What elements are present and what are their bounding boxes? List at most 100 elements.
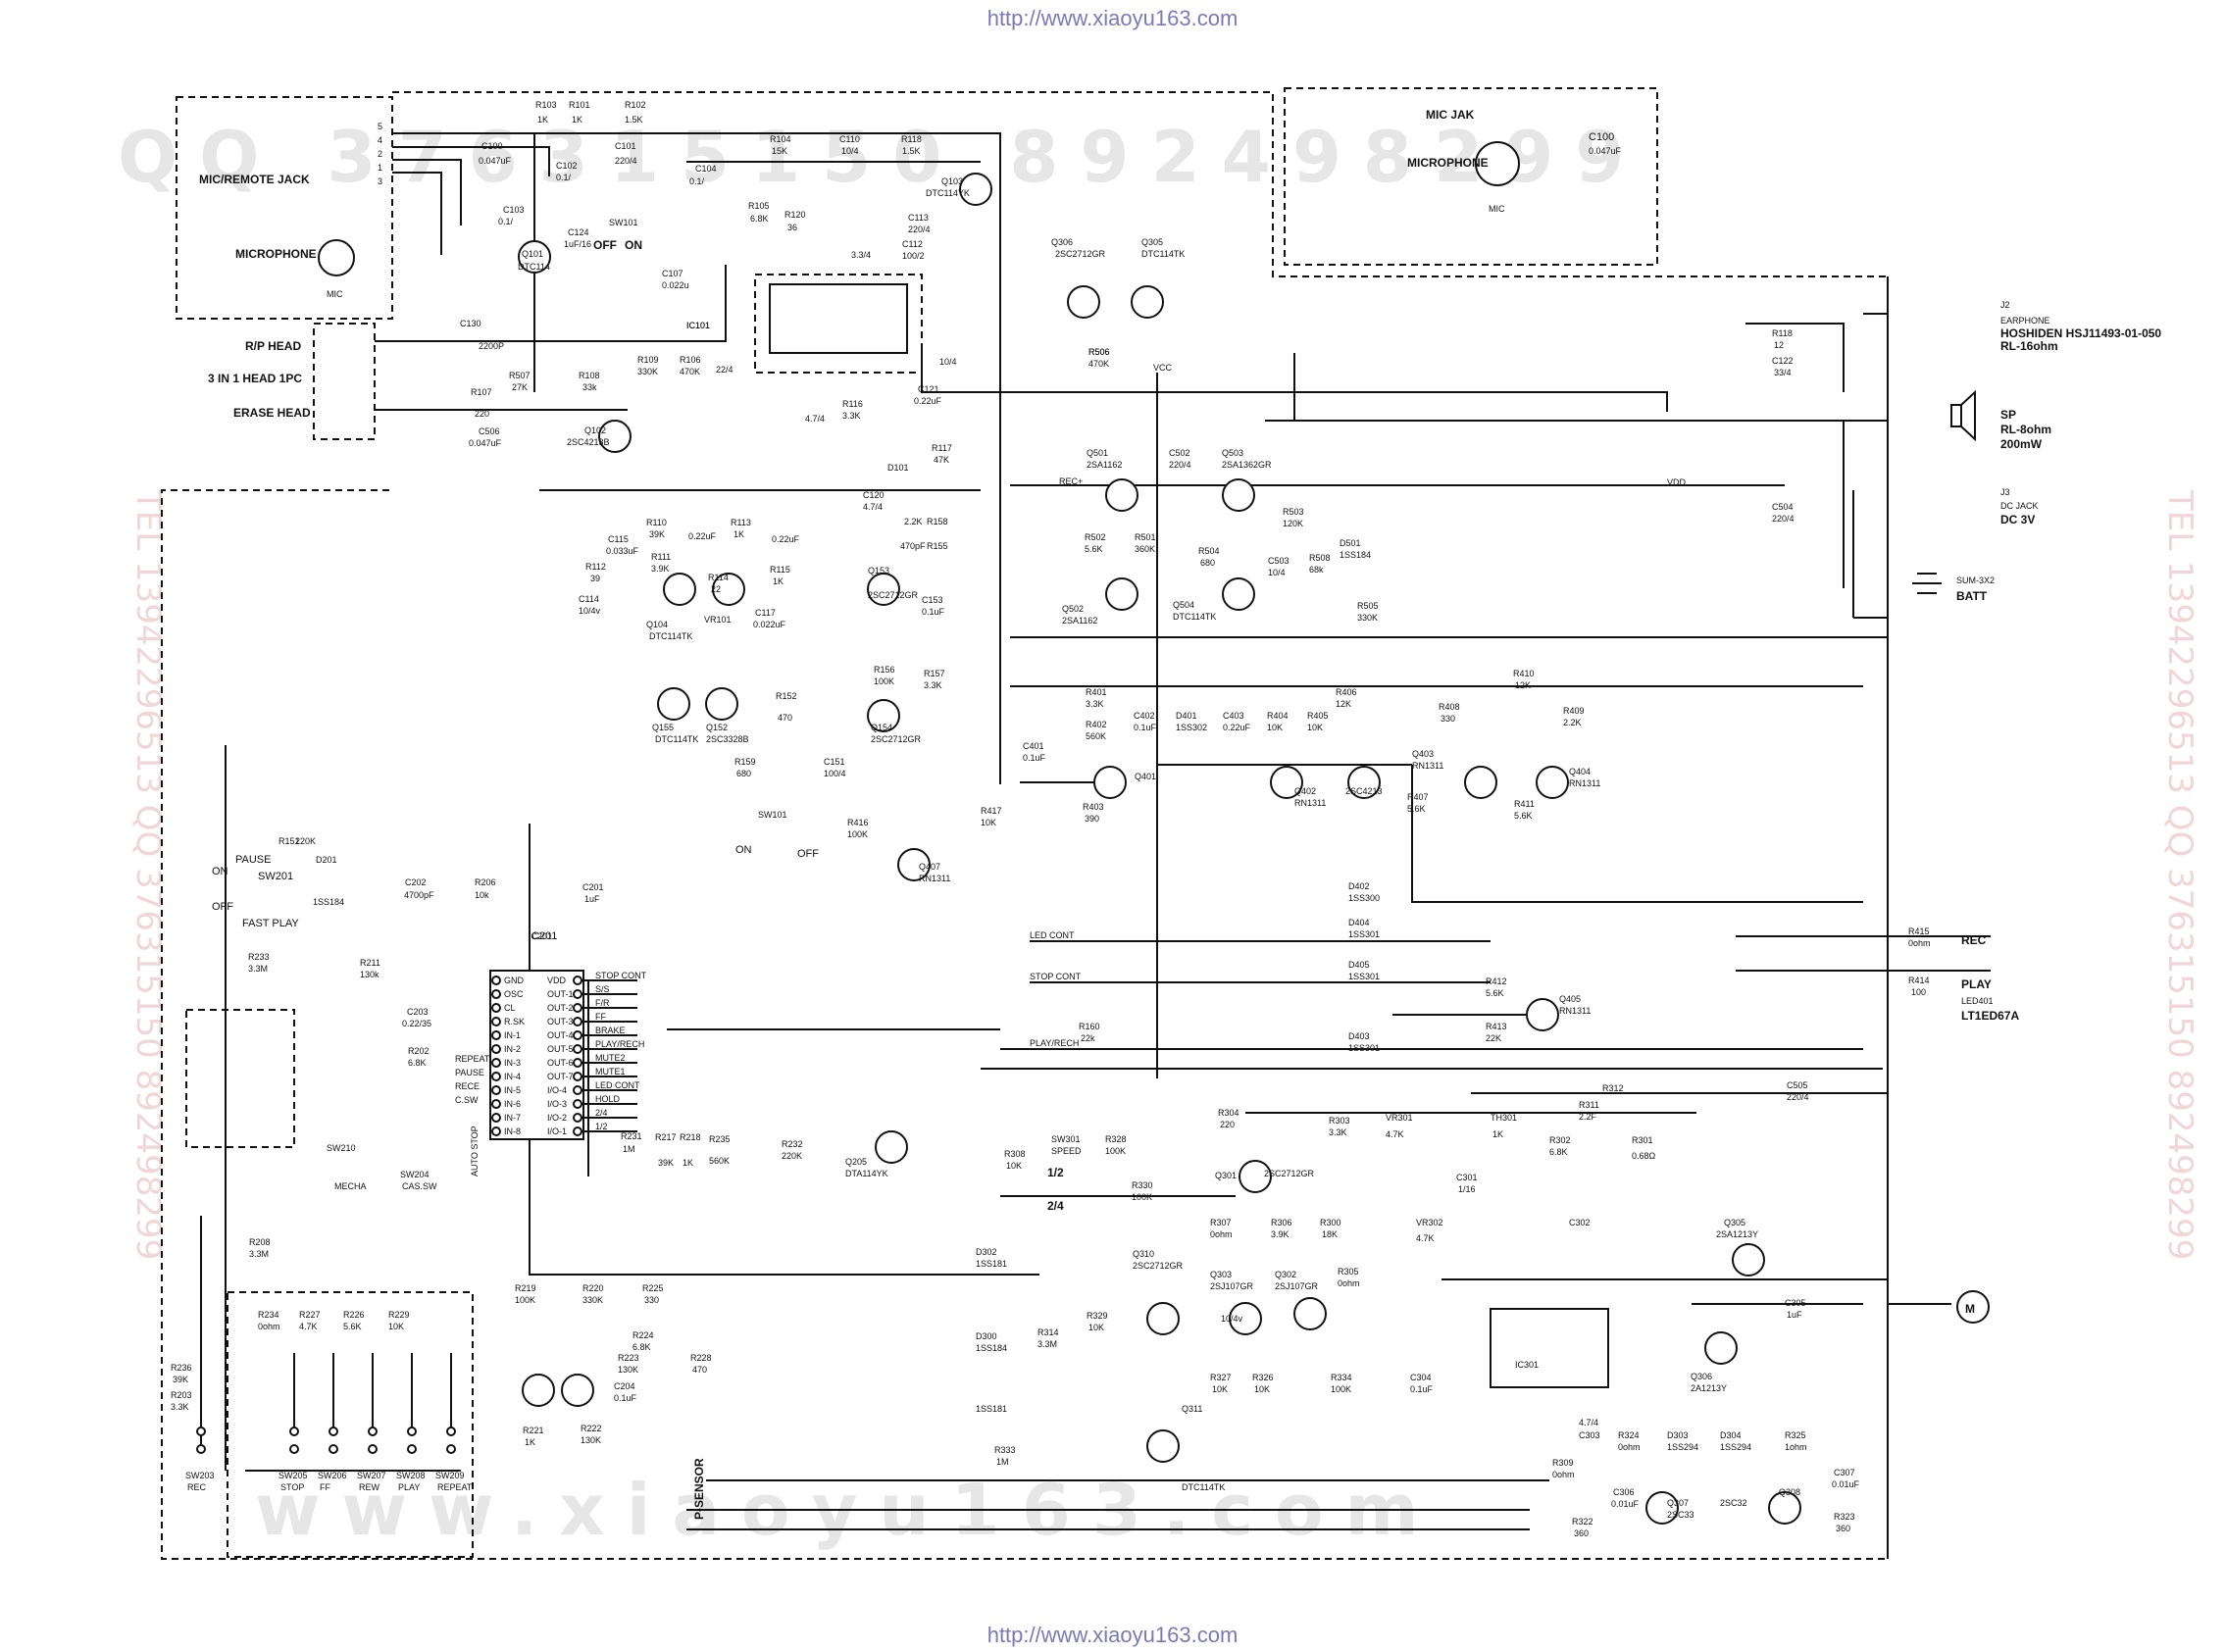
component-label: R107 <box>471 387 492 397</box>
rec-label: REC <box>1961 933 1987 947</box>
component-label: Q407 <box>919 862 940 872</box>
key-label: REC <box>187 1482 207 1492</box>
component-label: 2SC3328B <box>706 734 749 744</box>
component-label: 15K <box>772 146 787 156</box>
component-label: 2SA1162 <box>1062 616 1097 626</box>
component-label: Q103 <box>941 176 963 186</box>
header-url[interactable]: http://www.xiaoyu163.com <box>986 6 1239 30</box>
component-label: 0ohm <box>1908 938 1931 948</box>
key-contact <box>329 1427 338 1436</box>
component-label: 3.3M <box>1037 1339 1057 1349</box>
component-label: R325 <box>1785 1430 1806 1440</box>
component-label: 0ohm <box>1552 1470 1575 1479</box>
key-label: REPEAT <box>437 1482 473 1492</box>
component-label: 1SS184 <box>313 897 344 907</box>
component-label: R312 <box>1602 1083 1624 1093</box>
key-contact <box>446 1444 456 1454</box>
component-label: 220K <box>295 836 316 846</box>
component-label: 0.033uF <box>606 546 639 556</box>
component-label: R231 <box>621 1131 642 1141</box>
component-label: RN1311 <box>1559 1006 1591 1016</box>
component-label: Q306 <box>1051 237 1073 247</box>
ic201-right-pin: OUT-1 <box>547 989 574 999</box>
ic201-signal: LED CONT <box>595 1080 640 1090</box>
ic301-label: IC301 <box>1515 1360 1539 1370</box>
sw204-label: SW204 <box>400 1170 430 1179</box>
mecha-box <box>185 1009 295 1148</box>
component-label: C304 <box>1410 1373 1432 1382</box>
ic201-pin <box>573 989 582 999</box>
component-label: C113 <box>908 213 929 223</box>
component-label: R115 <box>770 565 790 575</box>
component-label: D405 <box>1348 960 1370 970</box>
component-label: C302 <box>1569 1218 1591 1227</box>
component-label: 1/16 <box>1458 1184 1476 1194</box>
component-label: DTC114TK <box>1141 249 1185 259</box>
ic101-outline <box>754 274 923 374</box>
component-label: 360 <box>1836 1524 1850 1533</box>
cas-sw-label: CAS.SW <box>402 1181 437 1191</box>
play-rech-label: PLAY/RECH <box>1030 1038 1079 1048</box>
component-label: R404 <box>1267 711 1289 721</box>
component-label: R323 <box>1834 1512 1855 1522</box>
microphone-symbol-left: MIC <box>318 239 355 299</box>
component-label: 1SS301 <box>1348 1043 1380 1053</box>
component-label: 2SC2712GR <box>1055 249 1106 259</box>
footer-url[interactable]: http://www.xiaoyu163.com <box>986 1623 1239 1647</box>
watermark-tel-right: TEL 13942296513 QQ 376315150 892498299 <box>2160 489 2200 1260</box>
component-label: 10/4 <box>939 357 957 367</box>
ic201-signal: F/R <box>595 998 610 1008</box>
c100-right-label: C100 <box>1589 131 1614 143</box>
component-label: D403 <box>1348 1031 1370 1041</box>
ic201-pin <box>491 1017 501 1026</box>
component-label: R156 <box>874 665 895 675</box>
microphone-left-label: MICROPHONE <box>235 247 317 261</box>
component-label: Q503 <box>1222 448 1243 458</box>
component-label: R334 <box>1331 1373 1352 1382</box>
component-label: 10/4v <box>1221 1314 1243 1324</box>
component-label: Q504 <box>1173 600 1194 610</box>
component-label: R224 <box>632 1330 654 1340</box>
component-label: 1SS294 <box>1667 1442 1698 1452</box>
ic201-pin <box>491 1085 501 1095</box>
component-label: R103 <box>535 100 557 110</box>
component-label: C124 <box>568 227 589 237</box>
component-label: 100K <box>1331 1384 1351 1394</box>
component-label: 100K <box>874 676 894 686</box>
ic201-pin <box>573 1017 582 1026</box>
ic201-pin <box>491 1126 501 1136</box>
battery-label: BATT <box>1956 589 1988 603</box>
ic201-left-pin: IN-4 <box>504 1072 521 1081</box>
component-label: R203 <box>171 1390 192 1400</box>
component-label: C203 <box>407 1007 429 1017</box>
component-label: 1K <box>572 115 582 125</box>
mic-left-label: MIC <box>327 289 343 299</box>
component-label: R307 <box>1210 1218 1232 1227</box>
component-label: Q405 <box>1559 994 1581 1004</box>
component-label: 12 <box>1774 340 1784 350</box>
component-label: 5.6K <box>1486 988 1504 998</box>
component-label: R211 <box>360 958 380 968</box>
component-label: 360K <box>1135 544 1155 554</box>
component-label: 33k <box>582 382 597 392</box>
component-label: R326 <box>1252 1373 1274 1382</box>
component-label: VR302 <box>1416 1218 1443 1227</box>
key-contact <box>368 1444 378 1454</box>
component-label: 10K <box>1307 723 1323 732</box>
component-label: 220/4 <box>908 225 931 234</box>
component-label: R411 <box>1514 799 1535 809</box>
component-label: R508 <box>1309 553 1331 563</box>
component-label: R155 <box>927 541 948 551</box>
component-label: DTC114TK <box>1173 612 1216 622</box>
component-label: 0.047uF <box>469 438 502 448</box>
key-ref: SW205 <box>278 1471 308 1480</box>
key-contact <box>407 1444 417 1454</box>
j2-label: J2 <box>2000 300 2010 310</box>
component-label: DTA114YK <box>845 1169 888 1178</box>
ic201-left-pin: GND <box>504 976 525 985</box>
component-label: 3.3K <box>171 1402 189 1412</box>
key-box <box>227 1291 474 1558</box>
component-label: 1K <box>733 529 744 539</box>
component-label: R106 <box>680 355 701 365</box>
